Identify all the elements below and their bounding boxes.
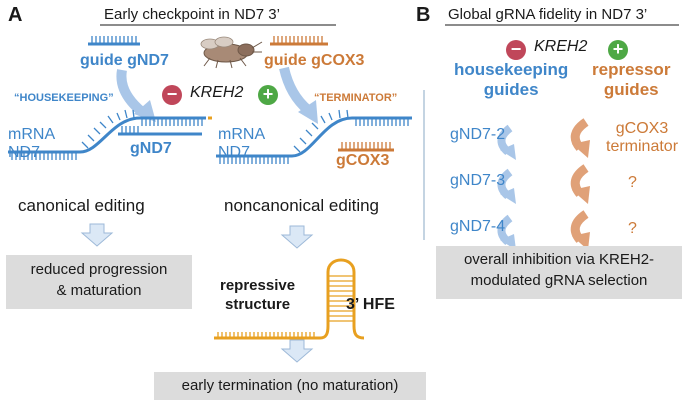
panel-b-blue-arrows: [497, 124, 516, 250]
arrow-housekeeping: [116, 69, 146, 116]
panel-a-title: Early checkpoint in ND7 3’: [104, 6, 280, 23]
label-terminator: “TERMINATOR”: [314, 92, 398, 104]
gcox3-line1: gCOX3: [615, 120, 669, 137]
label-noncanonical-editing: noncanonical editing: [224, 196, 380, 215]
right-mrna-strand: [216, 109, 412, 164]
label-gnd7-4: gND7-4: [450, 218, 506, 235]
repressive-line2: structure: [225, 296, 291, 313]
repressor-line1: repressor: [592, 60, 671, 79]
down-arrow-canonical: [80, 223, 114, 247]
label-right-gcox3: gCOX3: [336, 152, 390, 169]
panel-b-title: Global gRNA fidelity in ND7 3’: [448, 6, 648, 23]
plus-sign-icon-b: +: [608, 40, 628, 60]
box-inhibition-line1: overall inhibition via KREH2-: [463, 251, 655, 268]
label-kreh2-a: KREH2: [190, 84, 244, 101]
housekeeping-line1: housekeeping: [454, 60, 569, 79]
housekeeping-line2: guides: [483, 80, 539, 99]
gcox3-line2: terminator: [606, 138, 679, 155]
plus-sign-icon: +: [258, 85, 278, 105]
question-mark-1: ?: [628, 174, 637, 191]
label-gnd7-3: gND7-3: [450, 172, 506, 189]
arrow-terminator: [279, 66, 312, 114]
label-guide-gnd7: guide gND7: [80, 52, 169, 69]
question-mark-2: ?: [628, 220, 637, 237]
down-arrow-noncanonical: [280, 225, 314, 249]
right-mrna-line1: mRNA: [218, 126, 266, 143]
guide-gcox3-strand: [270, 36, 328, 46]
label-left-mrna: mRNA ND7: [8, 126, 55, 162]
left-mrna-line1: mRNA: [8, 126, 56, 143]
down-arrow-termination: [280, 339, 314, 363]
label-gnd7-2: gND7-2: [450, 126, 506, 143]
label-housekeeping-guides: housekeeping guides: [454, 60, 568, 100]
panel-b-orange-arrows: [570, 118, 590, 250]
box-reduced-line2: & maturation: [56, 282, 142, 299]
parasite-illustration: [200, 36, 263, 69]
label-3-hfe: 3’ HFE: [346, 296, 395, 313]
label-guide-gcox3: guide gCOX3: [264, 52, 365, 69]
label-canonical-editing: canonical editing: [18, 196, 145, 215]
label-repressive-structure: repressive structure: [220, 276, 295, 314]
right-gcox3-strand: [338, 142, 394, 152]
left-mrna-line2: ND7: [8, 144, 41, 161]
label-right-mrna: mRNA ND7: [218, 126, 265, 162]
box-inhibition-line2: modulated gRNA selection: [470, 272, 648, 289]
panel-b-letter: B: [416, 4, 431, 26]
box-reduced-progression: reduced progression & maturation: [6, 255, 192, 309]
repressor-line2: guides: [603, 80, 659, 99]
label-gcox3-terminator: gCOX3 terminator: [606, 120, 678, 156]
label-repressor-guides: repressor guides: [592, 60, 670, 100]
left-mrna-strand: [8, 109, 206, 160]
left-gnd7-strand: [118, 116, 212, 136]
label-kreh2-b: KREH2: [534, 38, 588, 55]
minus-sign-icon-b: −: [506, 40, 526, 60]
panel-a-letter: A: [8, 4, 23, 26]
repressive-line1: repressive: [220, 277, 296, 294]
box-early-termination: early termination (no maturation): [154, 372, 426, 400]
right-mrna-line2: ND7: [218, 144, 251, 161]
label-housekeeping: “HOUSEKEEPING”: [14, 92, 114, 104]
box-reduced-line1: reduced progression: [30, 261, 168, 278]
box-overall-inhibition: overall inhibition via KREH2- modulated …: [436, 246, 682, 299]
guide-gnd7-strand: [88, 36, 140, 46]
hairpin-structure: [214, 258, 365, 340]
label-left-gnd7: gND7: [130, 140, 172, 157]
minus-sign-icon: −: [162, 85, 182, 105]
